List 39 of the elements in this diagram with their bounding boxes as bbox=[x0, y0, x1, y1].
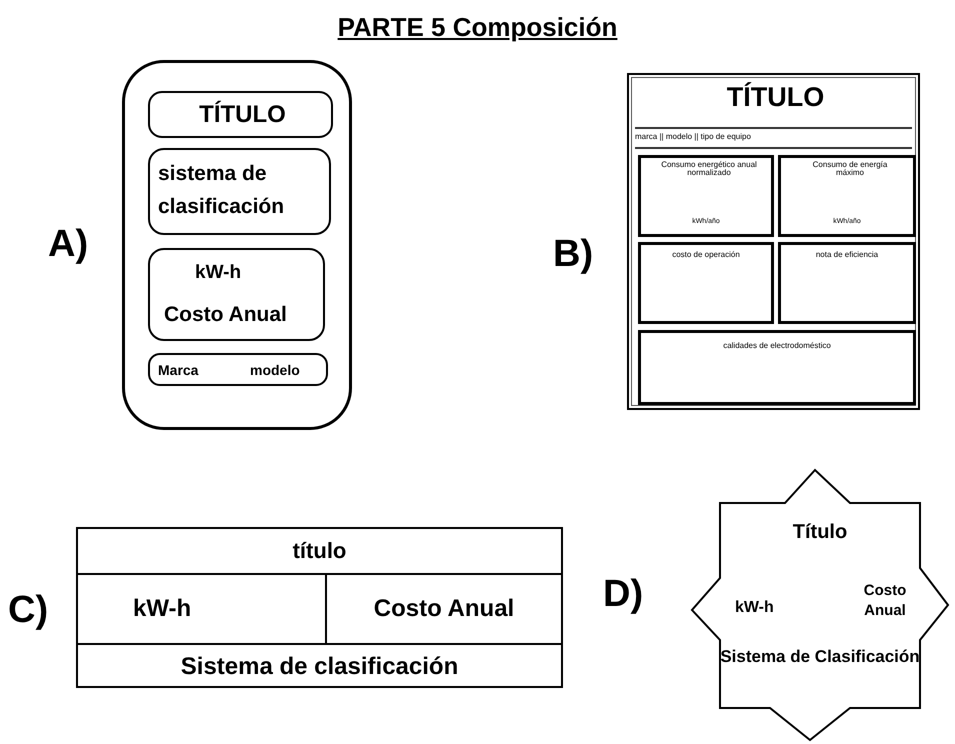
label-section bbox=[638, 155, 774, 237]
field-label: Consumo de energía máximo bbox=[812, 161, 888, 177]
heading-text: Título bbox=[792, 520, 848, 544]
field-label: Marca bbox=[158, 362, 200, 379]
field-label: kW-h bbox=[735, 598, 775, 618]
field-label: calidades de electrodoméstico bbox=[722, 341, 832, 351]
panel-letter: A) bbox=[48, 222, 88, 267]
field-label: kW-h bbox=[195, 262, 242, 285]
field-label: modelo bbox=[250, 362, 301, 379]
field-label: Sistema de Clasificación bbox=[720, 646, 920, 668]
table-cell bbox=[78, 575, 327, 645]
heading-text: título bbox=[292, 538, 348, 564]
rounded-box bbox=[148, 91, 333, 138]
rounded-box bbox=[148, 353, 328, 386]
field-label: marca || modelo || tipo de equipo bbox=[635, 132, 752, 142]
rounded-panel bbox=[122, 60, 352, 430]
panel-letter: D) bbox=[603, 572, 644, 617]
panel-letter: B) bbox=[553, 232, 594, 277]
label-section bbox=[638, 242, 774, 324]
rounded-box bbox=[148, 148, 331, 235]
heading-text: TÍTULO bbox=[726, 81, 826, 114]
label-section bbox=[778, 242, 916, 324]
label-section bbox=[778, 155, 916, 237]
label-section bbox=[638, 330, 916, 405]
field-label: Costo Anual bbox=[372, 595, 516, 624]
field-label: Consumo energético anual normalizado bbox=[660, 161, 758, 177]
field-label: kW-h bbox=[133, 595, 192, 624]
heading-text: TÍTULO bbox=[198, 101, 287, 130]
field-label: nota de eficiencia bbox=[814, 250, 880, 260]
panel-letter: C) bbox=[8, 588, 48, 633]
table-frame bbox=[76, 527, 563, 688]
field-label: costo de operación bbox=[671, 250, 741, 260]
label-card bbox=[627, 73, 920, 410]
field-label: Costo Anual bbox=[164, 302, 288, 328]
field-label: Costo Anual bbox=[862, 581, 908, 620]
page-title: PARTE 5 Composición bbox=[336, 12, 618, 43]
rounded-box bbox=[148, 248, 325, 341]
field-label: sistema de clasificación bbox=[158, 161, 286, 220]
field-label: Sistema de clasificación bbox=[180, 653, 460, 682]
